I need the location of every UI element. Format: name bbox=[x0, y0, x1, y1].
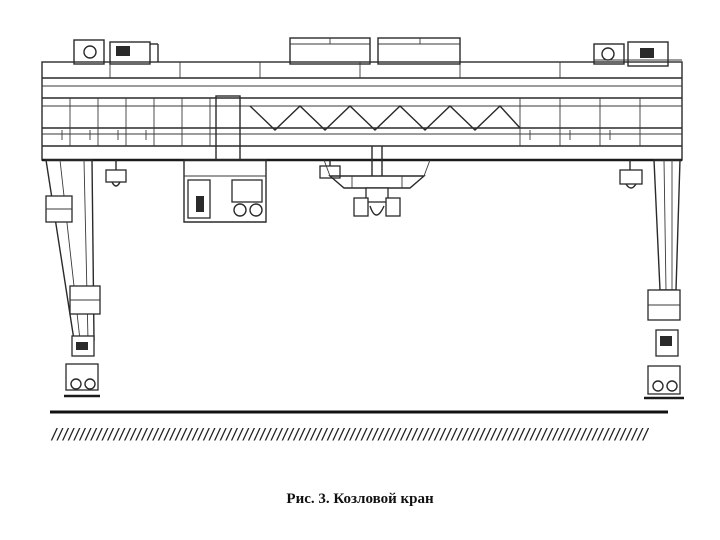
winch-house-right bbox=[377, 37, 461, 65]
right-top-mechanism bbox=[593, 41, 682, 67]
right-leg bbox=[644, 159, 684, 400]
small-hook-left bbox=[105, 160, 127, 187]
main-hoist bbox=[323, 146, 431, 217]
left-leg bbox=[45, 159, 101, 398]
winch-house-left bbox=[289, 37, 371, 65]
left-top-mechanism bbox=[73, 39, 159, 65]
ground-hatching: ////////////////////////////////////////… bbox=[50, 425, 650, 443]
bridge-girder bbox=[41, 61, 683, 162]
small-hook-right bbox=[619, 160, 643, 189]
figure-caption: Рис. 3. Козловой кран bbox=[286, 491, 434, 507]
operator-cab bbox=[183, 95, 267, 223]
small-hook-center bbox=[319, 160, 341, 179]
